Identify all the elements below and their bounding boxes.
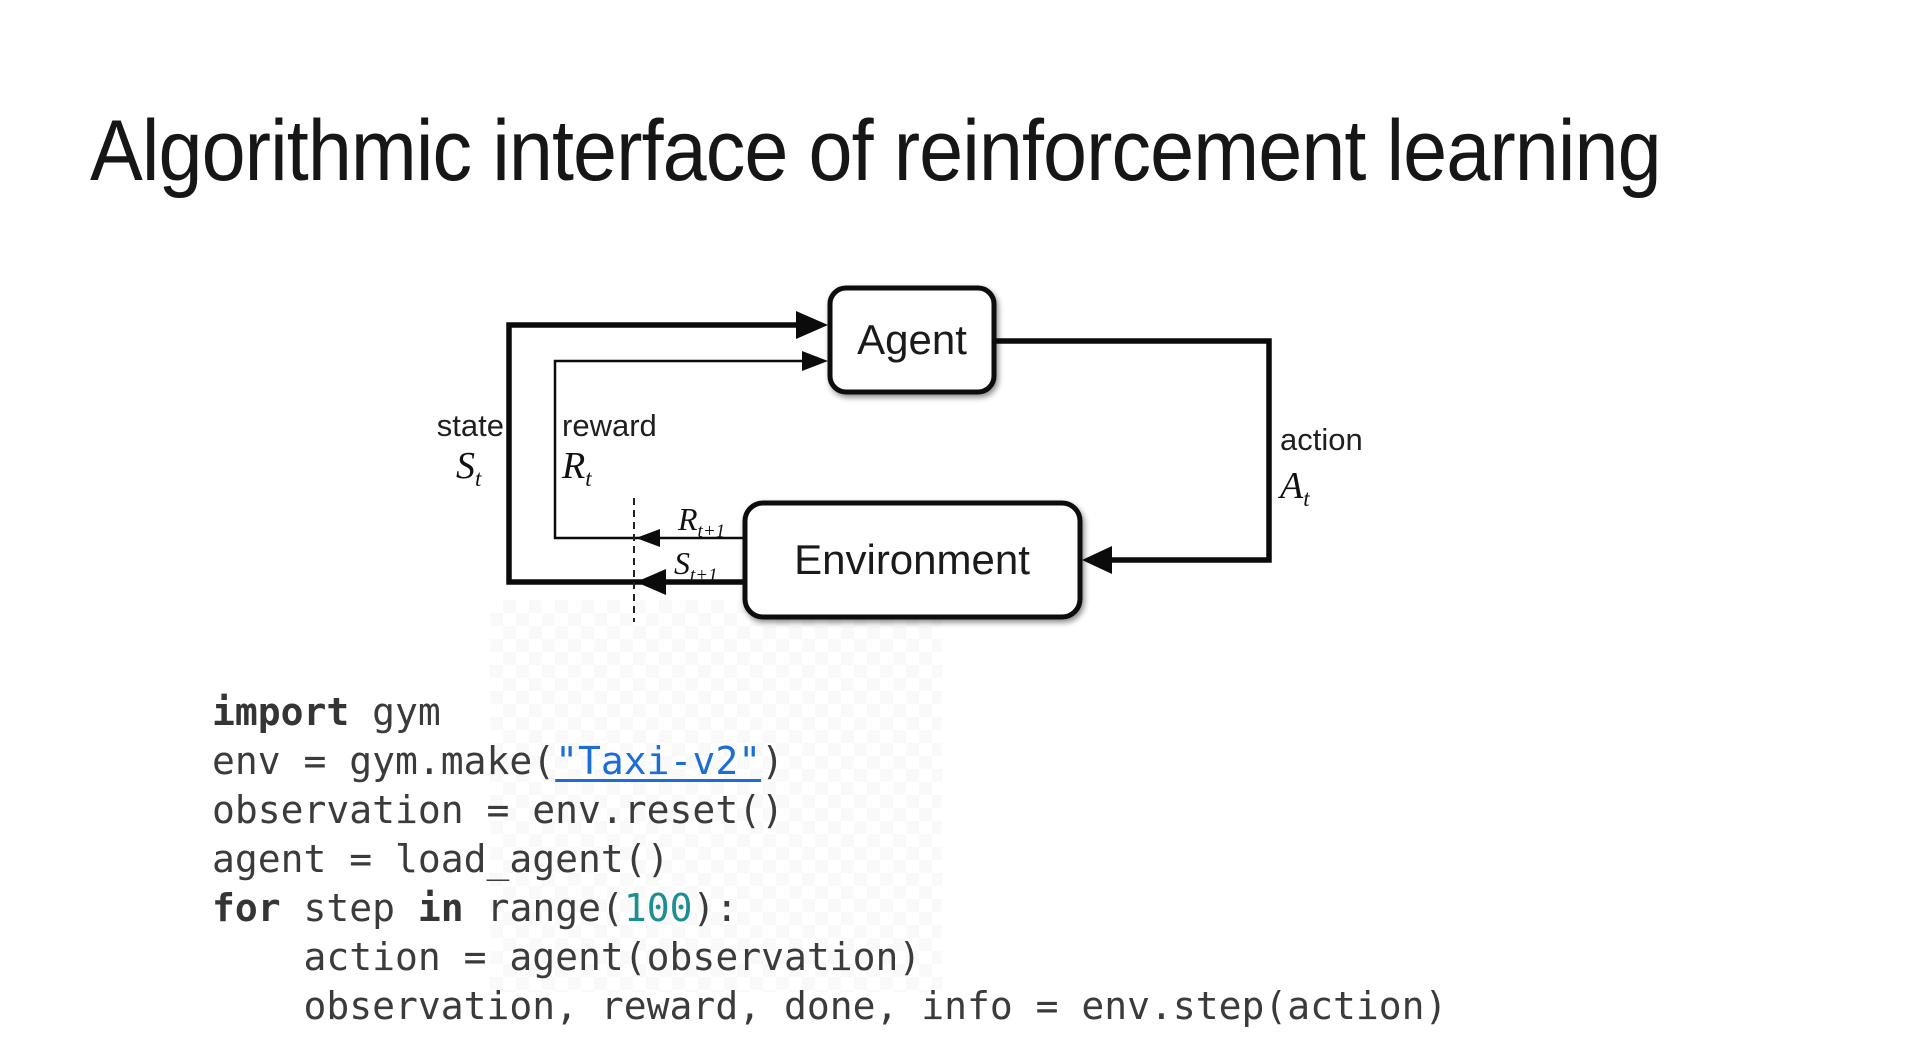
code-keyword: for <box>212 886 281 930</box>
action-symbol: At <box>1277 465 1310 511</box>
code-text: gym <box>349 690 441 734</box>
code-line: agent = load_agent() <box>212 835 1447 884</box>
reward-label: reward <box>562 408 657 443</box>
code-line: for step in range(100): <box>212 884 1447 933</box>
code-number: 100 <box>623 886 693 930</box>
next-state-symbol: St+1 <box>674 545 718 586</box>
state-symbol: St <box>456 445 482 491</box>
agent-label: Agent <box>857 316 967 363</box>
next-reward-symbol: Rt+1 <box>677 501 725 542</box>
code-text: env = gym.make( <box>212 739 556 783</box>
rl-loop-diagram: Agent Environment state St reward Rt Rt+… <box>437 285 1363 622</box>
action-wire <box>994 338 1272 563</box>
code-keyword: in <box>417 886 464 930</box>
code-text: observation = env.reset() <box>212 788 784 832</box>
code-line: action = agent(observation) <box>212 933 1447 982</box>
code-text: observation, reward, done, info = env.st… <box>212 984 1448 1028</box>
arrowhead-reward-into-agent <box>802 351 828 371</box>
taxi-v2-link[interactable]: "Taxi-v2" <box>555 739 762 783</box>
code-keyword: import <box>212 690 350 734</box>
code-line: env = gym.make("Taxi-v2") <box>212 737 1447 786</box>
code-text: agent = load_agent() <box>212 837 670 881</box>
environment-box <box>742 500 1083 620</box>
arrowhead-state-into-agent <box>796 311 828 339</box>
arrowhead-action-into-environment <box>1082 546 1112 574</box>
action-label: action <box>1280 422 1363 457</box>
code-text: ) <box>761 739 784 783</box>
code-text: range( <box>463 886 624 930</box>
code-line: observation = env.reset() <box>212 786 1447 835</box>
reward-symbol: Rt <box>561 445 592 491</box>
agent-box <box>827 285 997 395</box>
diagram-wires <box>506 311 1272 622</box>
arrowhead-next-state <box>636 569 666 595</box>
code-text: ): <box>692 886 739 930</box>
code-text: action = agent(observation) <box>212 935 922 979</box>
page-title: Algorithmic interface of reinforcement l… <box>90 102 1662 199</box>
state-label: state <box>437 408 504 443</box>
arrowhead-next-reward <box>636 529 660 547</box>
state-wire <box>506 322 797 585</box>
code-text: step <box>280 886 418 930</box>
code-line: import gym <box>212 688 1447 737</box>
code-line: observation, reward, done, info = env.st… <box>212 982 1448 1031</box>
environment-label: Environment <box>794 536 1030 583</box>
